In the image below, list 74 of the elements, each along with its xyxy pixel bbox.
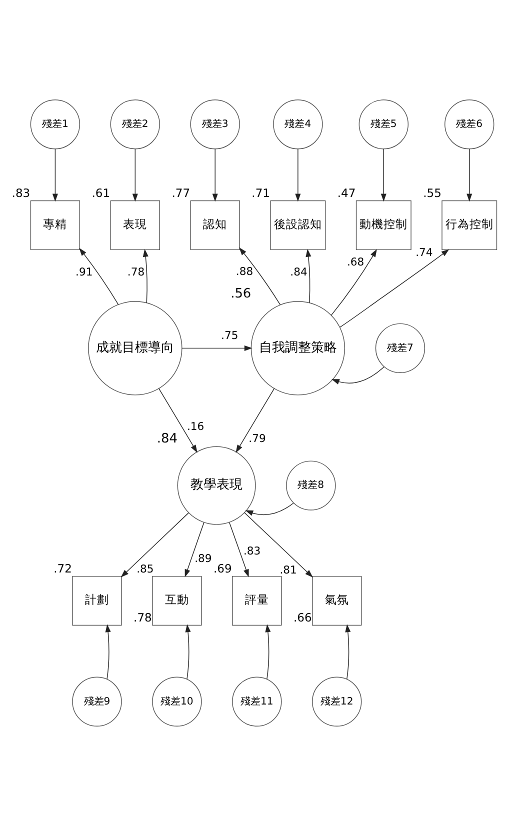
edge-label: .74 (416, 246, 433, 259)
arrow (345, 624, 351, 679)
edge-label: .78 (127, 264, 145, 278)
arrow (158, 388, 198, 452)
arrow (236, 388, 275, 452)
arrow (295, 148, 301, 202)
node-circle: 成就目標導向 (88, 300, 182, 395)
node-label: .78 (134, 610, 152, 624)
node-label: .66 (293, 610, 312, 624)
node-circle: 殘差11 (232, 676, 282, 726)
edge-label: .68 (346, 254, 364, 268)
edge-label: .84 (290, 264, 308, 278)
edge-label: .16 (186, 419, 204, 432)
node-box: 認知 (190, 200, 240, 250)
node-label: .84 (156, 431, 178, 446)
node-box: 行為控制 (442, 200, 498, 250)
node-label: .56 (230, 286, 252, 302)
arrow (142, 248, 148, 303)
node-label: .47 (337, 185, 356, 200)
edge-label: .75 (221, 328, 238, 342)
edge-label: .83 (243, 544, 261, 558)
arrow (132, 148, 138, 202)
arrow (340, 248, 450, 328)
arrow (105, 624, 111, 679)
node-box: 動機控制 (356, 200, 412, 250)
arrow (466, 148, 472, 202)
arrow (330, 248, 377, 316)
node-label: .72 (54, 561, 72, 576)
node-box: 表現 (110, 200, 160, 250)
node-circle: 殘差2 (110, 99, 160, 149)
arrow (265, 624, 271, 679)
edge-label: .88 (236, 264, 254, 278)
arrow (120, 512, 189, 577)
node-label: .77 (172, 185, 190, 200)
node-box: 評量 (232, 575, 282, 626)
arrow (184, 522, 204, 577)
node-circle: 殘差6 (444, 99, 494, 149)
arrow (52, 148, 58, 202)
node-circle: 殘差10 (152, 676, 202, 726)
node-circle: 殘差12 (312, 676, 362, 726)
arrow (182, 344, 252, 350)
edge-label: .89 (194, 552, 212, 565)
node-circle: 殘差8 (286, 460, 336, 510)
node-label: .61 (92, 185, 110, 200)
node-circle: 殘差3 (190, 99, 240, 149)
edge-label: .81 (280, 563, 297, 576)
node-label: .55 (423, 185, 442, 200)
node-box: 專精 (30, 200, 80, 250)
node-circle: 自我調整策略 (250, 300, 346, 395)
node-box: 氣氛 (312, 575, 362, 626)
arrow (239, 246, 281, 305)
arrow (212, 148, 218, 202)
edge-label: .91 (76, 264, 93, 278)
arrow (244, 512, 313, 577)
arrow (380, 148, 386, 202)
arrow (185, 624, 191, 679)
node-box: 後設認知 (270, 200, 326, 250)
edge-label: .79 (248, 431, 266, 444)
arrow (79, 247, 119, 304)
node-circle: 殘差7 (375, 322, 426, 373)
node-box: 計劃 (72, 575, 122, 626)
arrow (245, 502, 294, 516)
node-circle: 殘差4 (273, 99, 323, 149)
node-circle: 殘差9 (72, 676, 122, 726)
node-circle: 殘差5 (358, 99, 408, 149)
arrow (306, 248, 312, 303)
node-label: .71 (252, 185, 270, 200)
node-label: .69 (214, 561, 232, 576)
edge-label: .85 (136, 562, 154, 576)
node-circle: 殘差1 (30, 99, 80, 149)
arrow (229, 522, 249, 577)
arrow (331, 366, 384, 384)
node-box: 互動 (152, 575, 202, 626)
node-label: .83 (12, 185, 30, 200)
